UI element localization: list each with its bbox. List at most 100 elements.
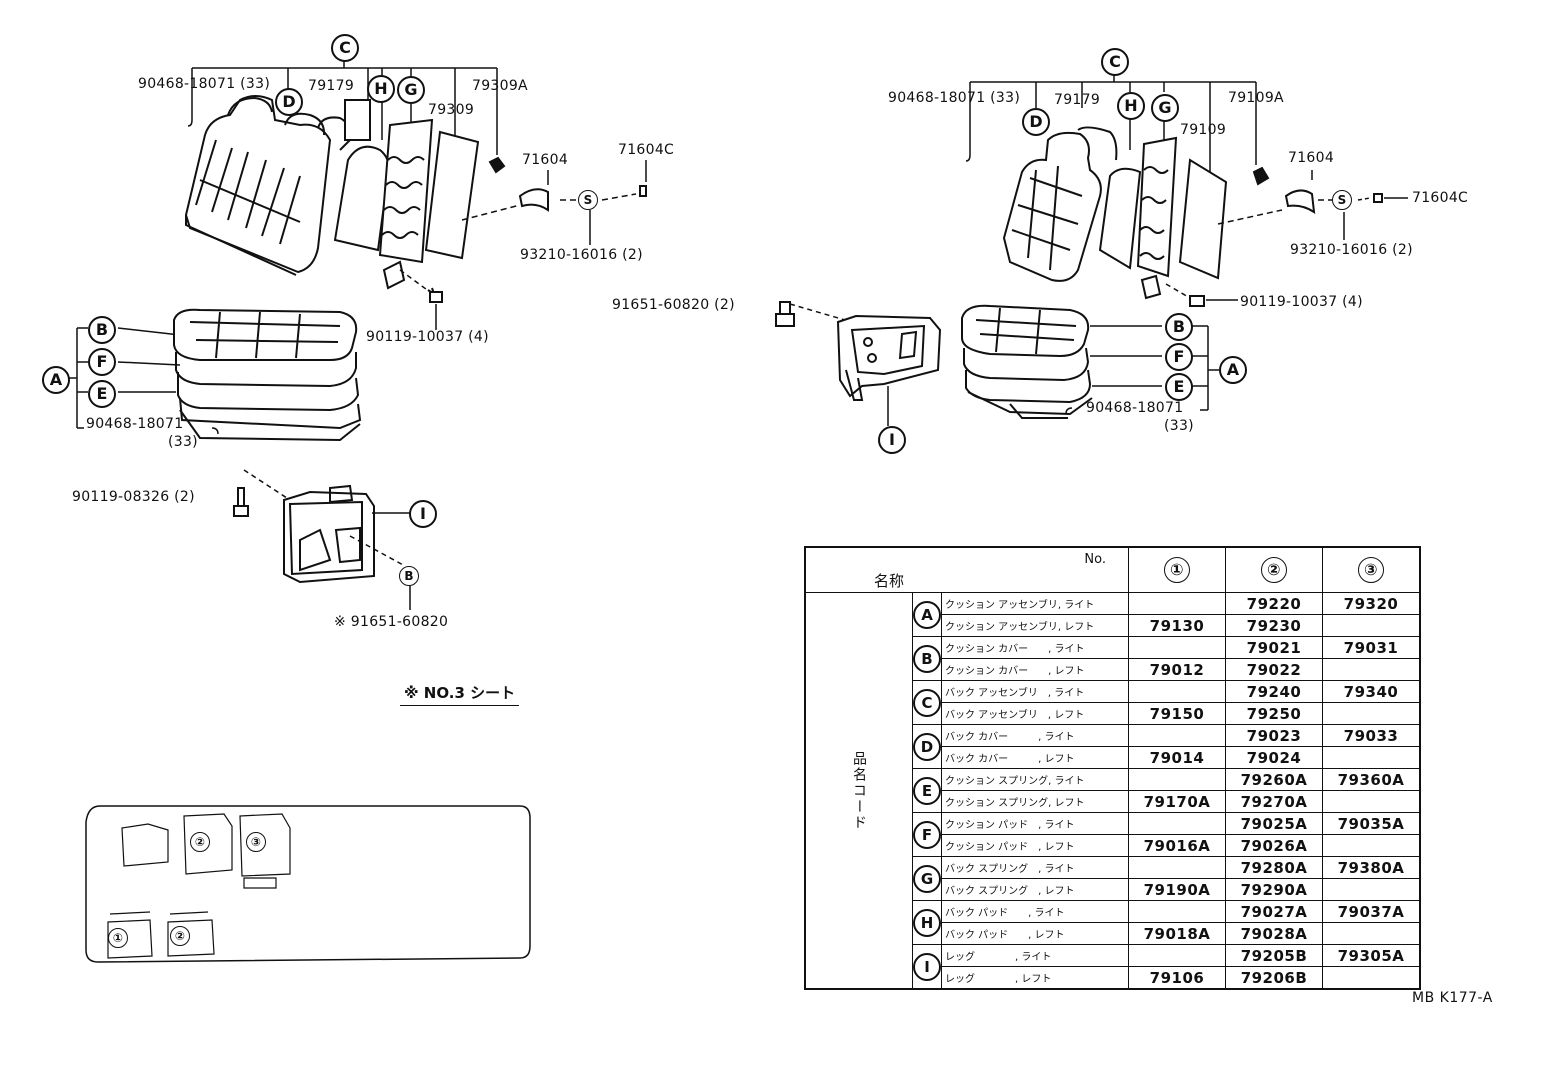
column-header-1: ① [1128,546,1226,593]
part-number-cell-3: 79305A [1322,944,1421,967]
part-name-cell: レッグ , レフト [941,966,1129,990]
code-cell-f: F [912,812,942,857]
left-back-board [424,130,480,260]
right-seat-back [1002,126,1142,282]
side-label: 品名コード [804,592,913,990]
part-number-cell-1: 79106 [1128,966,1226,990]
part-number-cell-3: 79340 [1322,680,1421,703]
header-no-label: No. [1084,552,1106,567]
part-number-cell-1 [1128,812,1226,835]
part-number-cell-1 [1128,680,1226,703]
label-90119-08326-left: 90119-08326 (2) [72,489,195,505]
label-79179-left: 79179 [308,78,355,94]
part-number-cell-3 [1322,746,1421,769]
callout-i-left: I [409,500,437,528]
label-90468-qty-right: (33) [1164,418,1194,434]
no3-seat-title: ※ NO.3 シート [400,682,520,706]
layout-seat-1-bottom: ① [108,928,128,948]
part-number-cell-3: 79031 [1322,636,1421,659]
callout-g-right: G [1151,94,1179,122]
part-number-cell-1 [1128,944,1226,967]
right-leg [775,301,942,426]
callout-a-left: A [42,366,70,394]
part-name-cell: バック スプリング , ライト [941,856,1129,879]
label-79109a-right: 79109A [1228,90,1284,106]
code-badge: C [913,688,941,717]
label-79109-right: 79109 [1180,122,1227,138]
part-number-cell-1: 79018A [1128,922,1226,945]
callout-s-left: S [578,190,598,210]
part-name-cell: クッション アッセンブリ, レフト [941,614,1129,637]
part-number-cell-1: 79014 [1128,746,1226,769]
part-number-cell-2: 79250 [1225,702,1323,725]
part-number-cell-3 [1322,834,1421,857]
part-number-cell-1: 79150 [1128,702,1226,725]
part-number-cell-3 [1322,702,1421,725]
part-number-cell-2: 79027A [1225,900,1323,923]
right-back-spring [1136,136,1270,300]
code-badge: E [913,776,941,805]
callout-s-right: S [1332,190,1352,210]
code-badge: D [913,732,941,761]
callout-a-right: A [1219,356,1247,384]
part-name-cell: レッグ , ライト [941,944,1129,967]
column-header-2: ② [1225,546,1323,593]
part-name-cell: バック スプリング , レフト [941,878,1129,901]
label-71604c-left: 71604C [618,142,675,158]
part-number-cell-2: 79230 [1225,614,1323,637]
part-name-cell: バック カバー , レフト [941,746,1129,769]
part-number-cell-2: 79260A [1225,768,1323,791]
part-name-cell: クッション カバー , ライト [941,636,1129,659]
callout-i-right: I [878,426,906,454]
part-number-cell-2: 79280A [1225,856,1323,879]
part-number-cell-1 [1128,592,1226,615]
callout-e-right: E [1165,373,1193,401]
part-number-cell-2: 79206B [1225,966,1323,990]
code-badge: F [913,820,941,849]
code-badge: B [913,644,941,673]
left-cushion-leaders [68,327,219,435]
code-cell-i: I [912,944,942,990]
code-cell-b: B [912,636,942,681]
column-header-3: ③ [1322,546,1421,593]
part-number-cell-2: 79028A [1225,922,1323,945]
layout-seat-3-top: ③ [246,832,266,852]
part-number-cell-2: 79220 [1225,592,1323,615]
label-90468-top-left: 90468-18071 (33) [138,76,271,92]
callout-d-left: D [275,88,303,116]
label-71604c-right: 71604C [1412,190,1469,206]
part-number-cell-3: 79037A [1322,900,1421,923]
callout-c-right: C [1101,48,1129,76]
label-90119-10037-left: 90119-10037 (4) [366,329,489,345]
part-number-cell-2: 79290A [1225,878,1323,901]
part-number-cell-3 [1322,658,1421,681]
part-number-cell-1: 79016A [1128,834,1226,857]
table-header-cell: No. 名称 [804,546,1129,593]
part-name-cell: クッション パッド , レフト [941,834,1129,857]
part-name-cell: バック アッセンブリ , ライト [941,680,1129,703]
part-number-cell-3: 79320 [1322,592,1421,615]
part-name-cell: クッション カバー , レフト [941,658,1129,681]
part-number-cell-1: 79012 [1128,658,1226,681]
label-93210-right: 93210-16016 (2) [1290,242,1413,258]
part-number-cell-1 [1128,768,1226,791]
part-number-cell-2: 79205B [1225,944,1323,967]
left-bench-back [184,95,332,276]
left-bench-cushion [173,308,362,442]
callout-d-right: D [1022,108,1050,136]
layout-seat-2-top: ② [190,832,210,852]
header-name-label: 名称 [874,572,905,590]
part-number-cell-3 [1322,878,1421,901]
